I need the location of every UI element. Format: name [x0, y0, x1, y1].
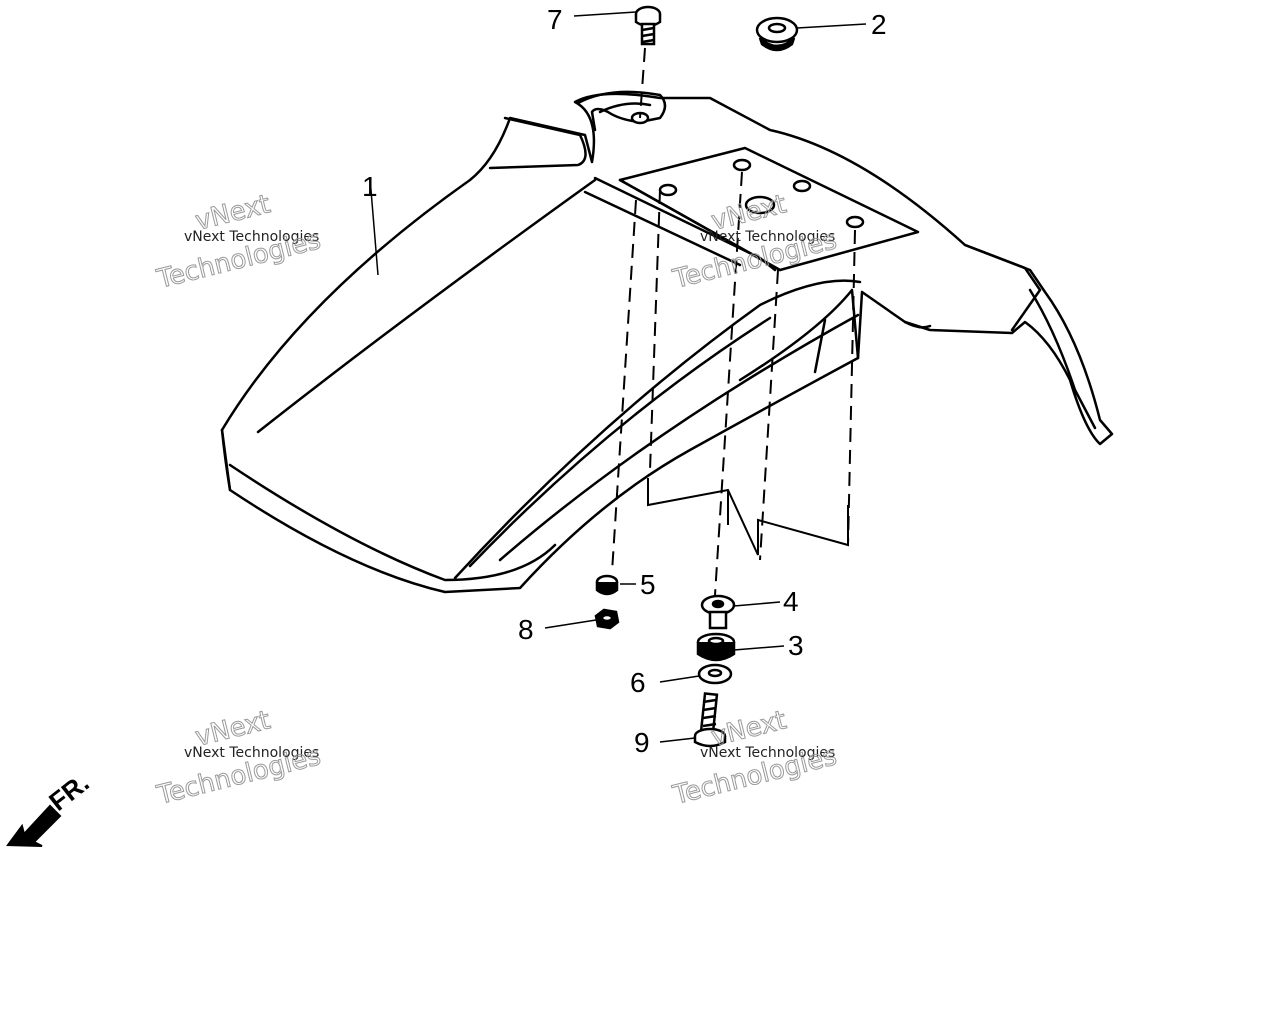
front-direction-indicator: FR. — [6, 767, 95, 847]
callout-2: 2 — [871, 9, 887, 40]
mounting-hole — [845, 215, 865, 229]
svg-text:vNext Technologies: vNext Technologies — [184, 229, 319, 245]
leader-lines — [369, 11, 867, 743]
watermark-bottom-left: vNext vNext Technologies Technologies — [153, 705, 324, 812]
watermark-top-right: vNext vNext Technologies Technologies — [669, 189, 840, 296]
arrow-icon — [6, 804, 62, 847]
svg-text:vNext Technologies: vNext Technologies — [184, 745, 319, 761]
grommet-part-2 — [755, 16, 799, 52]
callout-1: 1 — [362, 171, 378, 202]
callout-5: 5 — [640, 569, 656, 600]
assembly-guide-lines — [611, 47, 856, 596]
mounting-hole — [792, 179, 812, 193]
mounting-hole — [744, 195, 776, 215]
svg-text:vNext Technologies: vNext Technologies — [700, 745, 835, 761]
collar-part-4 — [700, 594, 736, 630]
collar-part-5 — [595, 574, 619, 596]
callout-6: 6 — [630, 667, 646, 698]
mounting-hole — [732, 158, 752, 172]
watermark-top-left: vNext vNext Technologies Technologies — [153, 189, 324, 296]
callout-4: 4 — [783, 586, 799, 617]
inner-bracket — [647, 478, 849, 556]
mounting-hole — [658, 183, 678, 197]
bolt-part-7 — [634, 5, 662, 46]
callout-3: 3 — [788, 630, 804, 661]
nut-part-8 — [594, 608, 620, 630]
front-fender — [220, 90, 1114, 594]
callout-9: 9 — [634, 727, 650, 758]
callout-8: 8 — [518, 614, 534, 645]
bolt-part-9 — [693, 692, 727, 748]
svg-text:vNext Technologies: vNext Technologies — [700, 229, 835, 245]
washer-part-6 — [697, 663, 733, 685]
watermark-bottom-right: vNext vNext Technologies Technologies — [669, 705, 840, 812]
rubber-part-3 — [696, 632, 736, 662]
mounting-holes — [630, 111, 865, 229]
callout-7: 7 — [547, 4, 563, 35]
